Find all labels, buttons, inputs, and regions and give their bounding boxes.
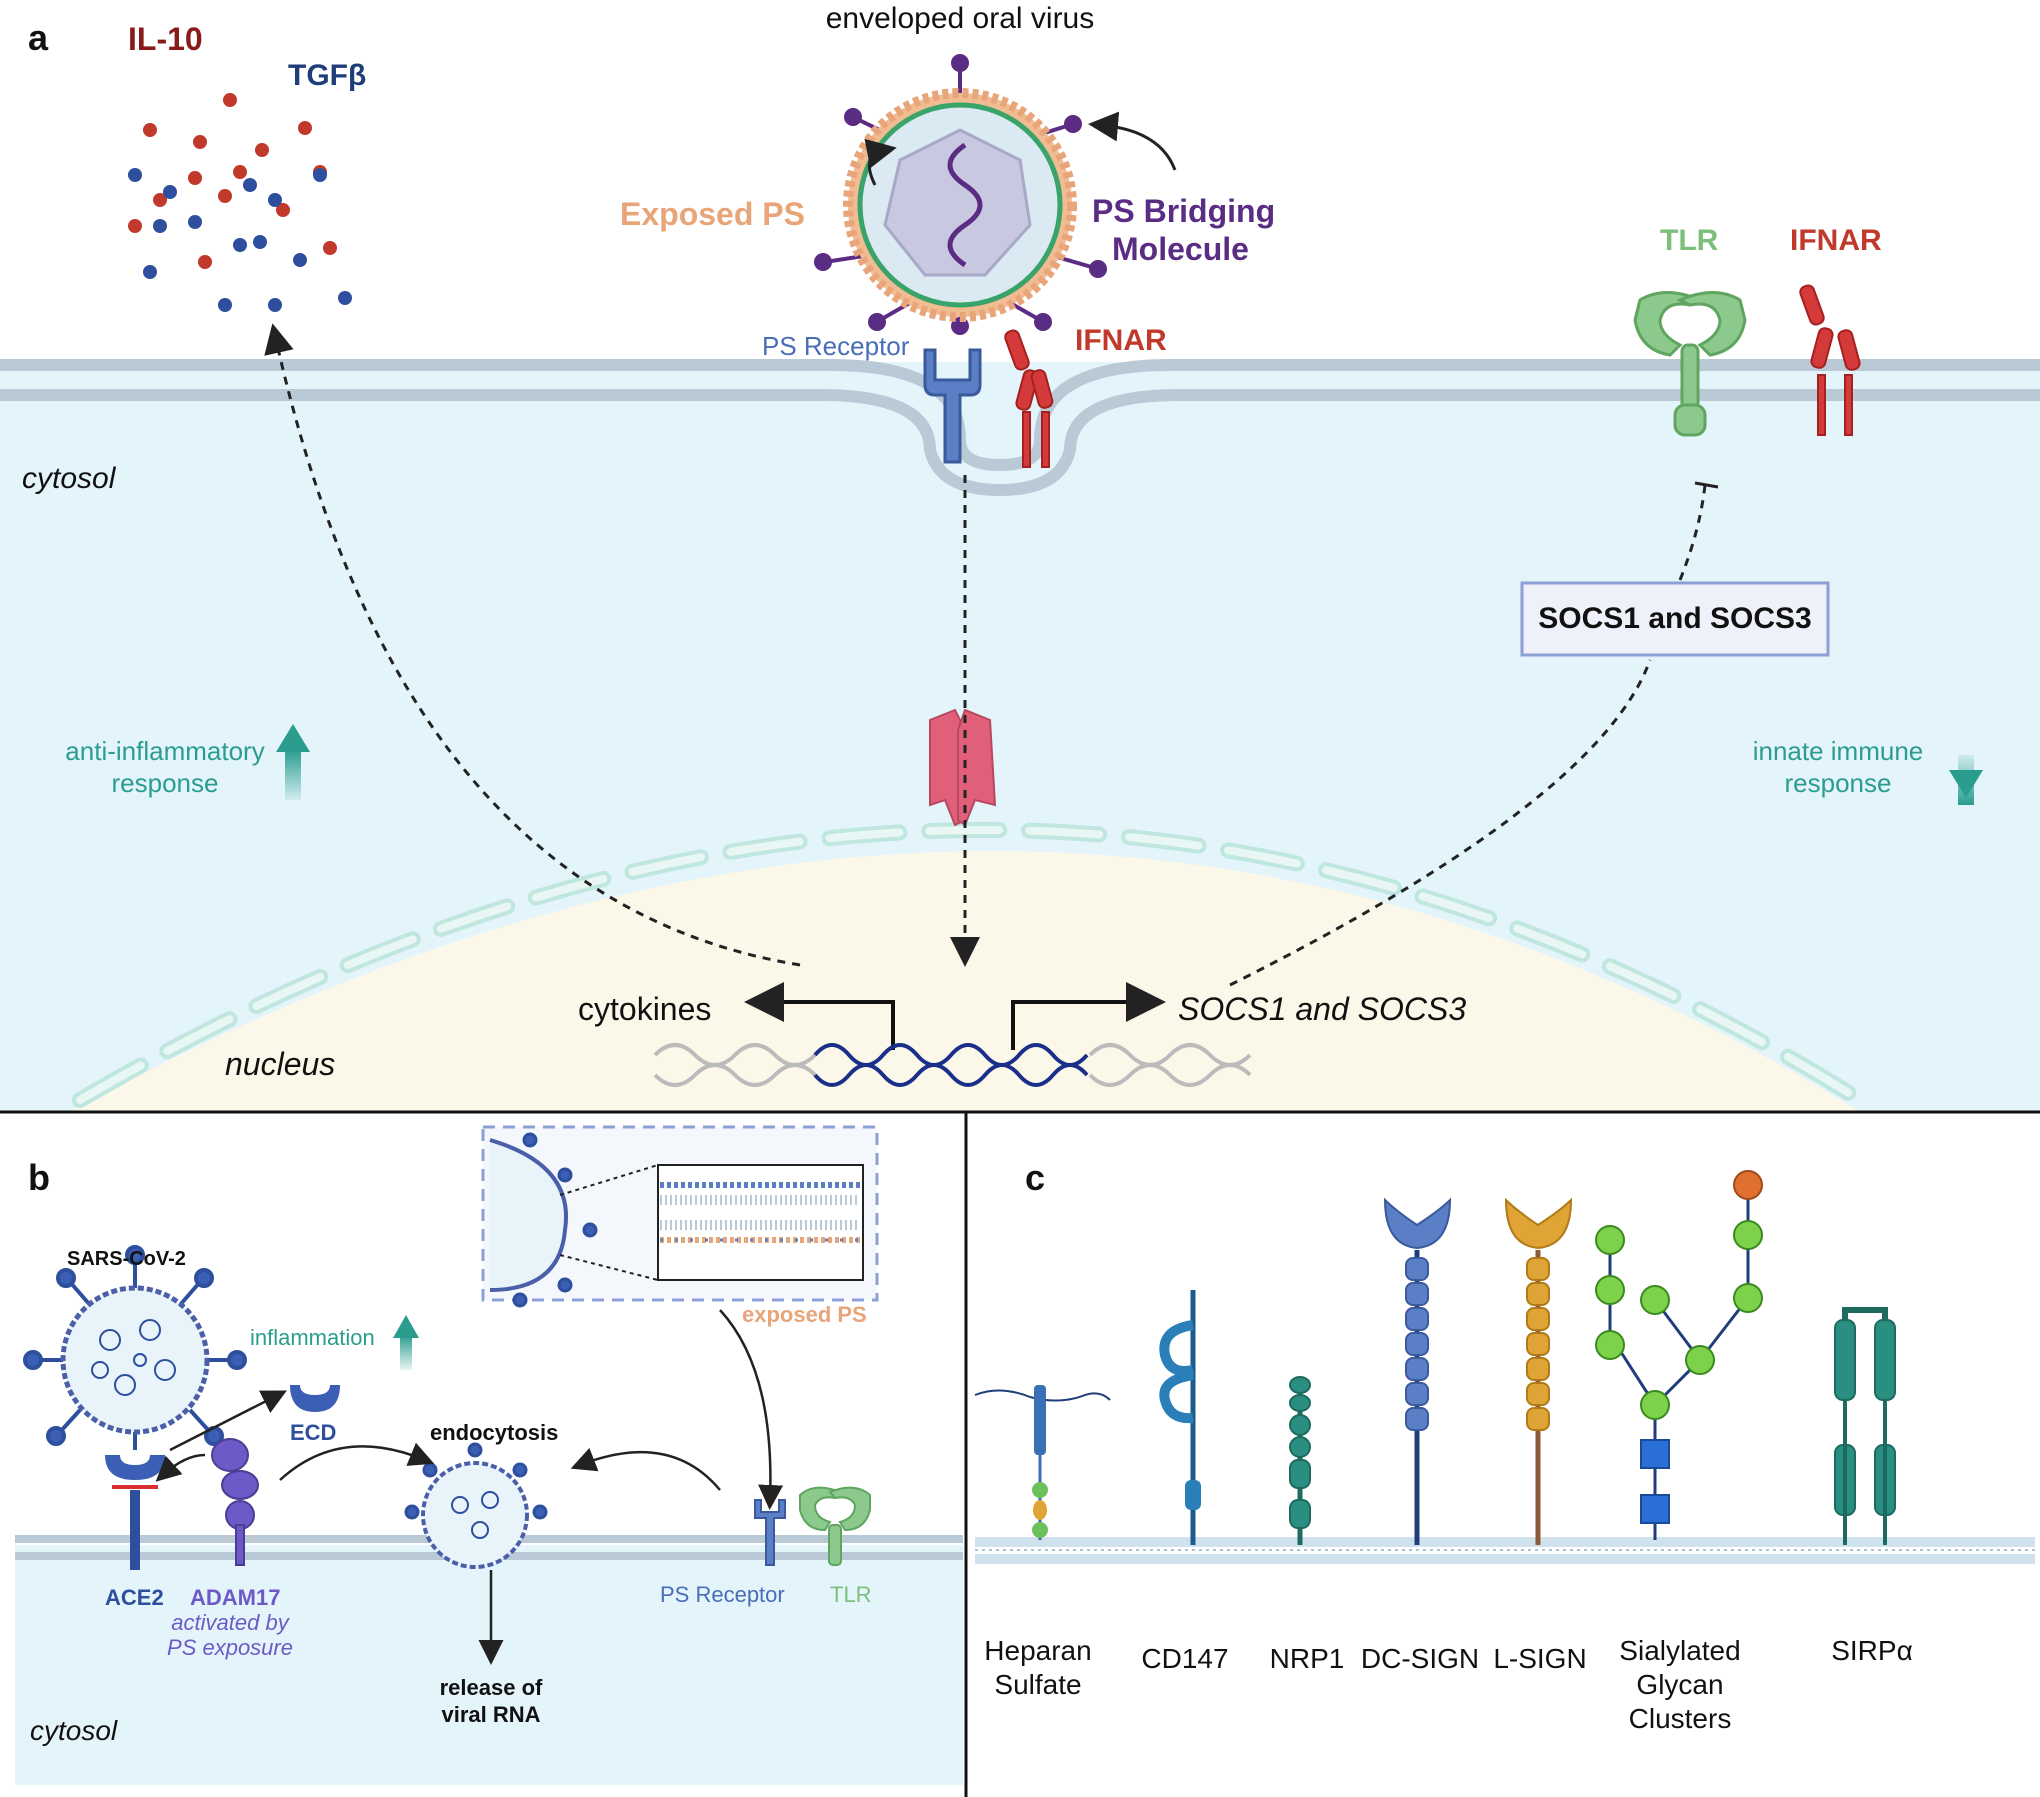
- zoom-line-bottom: [559, 1254, 659, 1281]
- socs-inhibit-arrow-upper: [1678, 484, 1707, 581]
- plasma-membrane-inner: [0, 389, 2040, 497]
- receptor-label-heparan-2: Sulfate: [994, 1669, 1081, 1700]
- sars-label: SARS-CoV-2: [67, 1248, 186, 1270]
- ifnar-right: [1799, 284, 1861, 436]
- panel-a-label: a: [28, 17, 49, 58]
- exposed-ps-label-b: exposed PS: [742, 1302, 867, 1327]
- cytokine-secretion-arrow: [264, 323, 801, 967]
- tlr-label-a: TLR: [1660, 224, 1719, 257]
- receptor-label-dc-sign: DC-SIGN: [1361, 1643, 1479, 1674]
- sirpa: [1834, 1307, 1896, 1545]
- ps-receptor-label-a: PS Receptor: [762, 331, 910, 361]
- il10-label: IL-10: [128, 21, 203, 57]
- cytokines-label: cytokines: [578, 991, 711, 1027]
- sialylated-glycan: [1595, 1170, 1763, 1540]
- receptor-label-nrp1: NRP1: [1270, 1643, 1345, 1674]
- cytosol-label-a: cytosol: [22, 462, 117, 495]
- nuclear-pore: [929, 708, 997, 827]
- tlr-a: [1633, 291, 1747, 437]
- inset-to-receptor-arrow: [719, 1309, 784, 1510]
- ps-receptor-b: [754, 1499, 786, 1566]
- tlr-label-b: TLR: [830, 1582, 872, 1607]
- receptor-label-l-sign: L-SIGN: [1493, 1643, 1586, 1674]
- release-label-2: viral RNA: [441, 1702, 540, 1727]
- tlr-b: [799, 1486, 871, 1566]
- adam17-label: ADAM17: [190, 1585, 280, 1610]
- membrane-c-inner: [975, 1554, 2035, 1564]
- receptor-label-sialylated-3: Clusters: [1629, 1703, 1732, 1734]
- panel-c: c: [974, 1157, 2035, 1734]
- enveloped-virus: [814, 54, 1107, 335]
- inset-virion: [489, 1132, 598, 1308]
- ps-bridging-label-2: Molecule: [1112, 231, 1249, 267]
- panel-b-label: b: [28, 1157, 50, 1198]
- heparan-sulfate: [974, 1385, 1111, 1540]
- activated-label-2: PS exposure: [167, 1635, 293, 1660]
- ps-bridging-label-1: PS Bridging: [1092, 193, 1275, 229]
- socs-transcription-arrow: [1011, 982, 1166, 1050]
- cd147: [1159, 1290, 1201, 1545]
- ifnar-label-right: IFNAR: [1790, 224, 1882, 257]
- receptor-to-endocytosis-arrow: [570, 1447, 721, 1491]
- receptor-label-cd147: CD147: [1141, 1643, 1228, 1674]
- ecd-icon: [290, 1385, 340, 1412]
- exposed-ps-label: Exposed PS: [620, 196, 805, 232]
- dna: [653, 1043, 1252, 1087]
- inhibition-bar: [1694, 481, 1719, 489]
- down-arrow-icon: [1949, 755, 1983, 805]
- release-label-1: release of: [440, 1675, 543, 1700]
- cytokines-transcription-arrow: [744, 982, 895, 1050]
- socs-box-label: SOCS1 and SOCS3: [1538, 602, 1811, 635]
- ecd-arrow: [169, 1390, 287, 1452]
- endocytosis-virion: [404, 1442, 548, 1569]
- cytokine-dots: [128, 93, 352, 312]
- cytosol-label-b: cytosol: [30, 1715, 118, 1746]
- nucleus-region: [70, 851, 1860, 1112]
- exposed-ps-arrow: [864, 138, 897, 186]
- innate-immune-label-1: innate immune: [1753, 736, 1924, 766]
- adam-to-endocytosis-arrow: [279, 1442, 435, 1481]
- tgfb-label: TGFβ: [288, 59, 366, 92]
- anti-inflammatory-label-1: anti-inflammatory: [65, 736, 264, 766]
- inflammation-label: inflammation: [250, 1325, 375, 1350]
- socs-box: [1520, 581, 1830, 657]
- adam17: [211, 1438, 259, 1566]
- inflammation-up-arrow-icon: [393, 1315, 419, 1370]
- ace2-label: ACE2: [105, 1585, 164, 1610]
- nrp1: [1289, 1376, 1311, 1545]
- cytosol-region-b: [15, 1545, 963, 1785]
- dc-sign: [1383, 1197, 1452, 1545]
- ifnar-left: [1004, 329, 1054, 468]
- ace2-receptor: [105, 1455, 165, 1570]
- anti-inflammatory-label-2: response: [112, 768, 219, 798]
- panel-c-label: c: [1025, 1157, 1045, 1198]
- socs-gene-label: SOCS1 and SOCS3: [1178, 991, 1466, 1027]
- innate-immune-label-2: response: [1785, 768, 1892, 798]
- virus-title: enveloped oral virus: [826, 2, 1095, 35]
- bridging-arrow: [1088, 111, 1177, 171]
- adam17-arrow: [155, 1453, 206, 1482]
- ps-receptor-label-b: PS Receptor: [660, 1582, 785, 1607]
- up-arrow-icon: [276, 724, 310, 800]
- receptor-label-heparan-1: Heparan: [984, 1635, 1091, 1666]
- nucleus-label: nucleus: [225, 1046, 335, 1082]
- receptor-label-sirpa: SIRPα: [1831, 1635, 1913, 1666]
- ps-receptor-a: [923, 348, 982, 464]
- ecd-label: ECD: [290, 1420, 336, 1445]
- zoom-line-top: [559, 1164, 659, 1196]
- panel-a: a enveloped oral virus Exposed PS PS Bri…: [0, 2, 2040, 1112]
- l-sign: [1504, 1197, 1573, 1545]
- panel-b: b SARS-CoV-2 inflammation ECD endocytosi…: [15, 1125, 963, 1785]
- bilayer-lipids: [660, 1182, 860, 1243]
- receptor-label-sialylated-1: Sialylated: [1619, 1635, 1740, 1666]
- receptor-label-sialylated-2: Glycan: [1636, 1669, 1723, 1700]
- activated-label-1: activated by: [171, 1610, 290, 1635]
- socs-inhibit-arrow-lower: [1229, 659, 1652, 987]
- endocytosis-label: endocytosis: [430, 1420, 558, 1445]
- sars-cov-2-virion: [23, 1245, 247, 1450]
- membrane-c-outer: [975, 1537, 2035, 1547]
- ifnar-label-left: IFNAR: [1075, 324, 1167, 357]
